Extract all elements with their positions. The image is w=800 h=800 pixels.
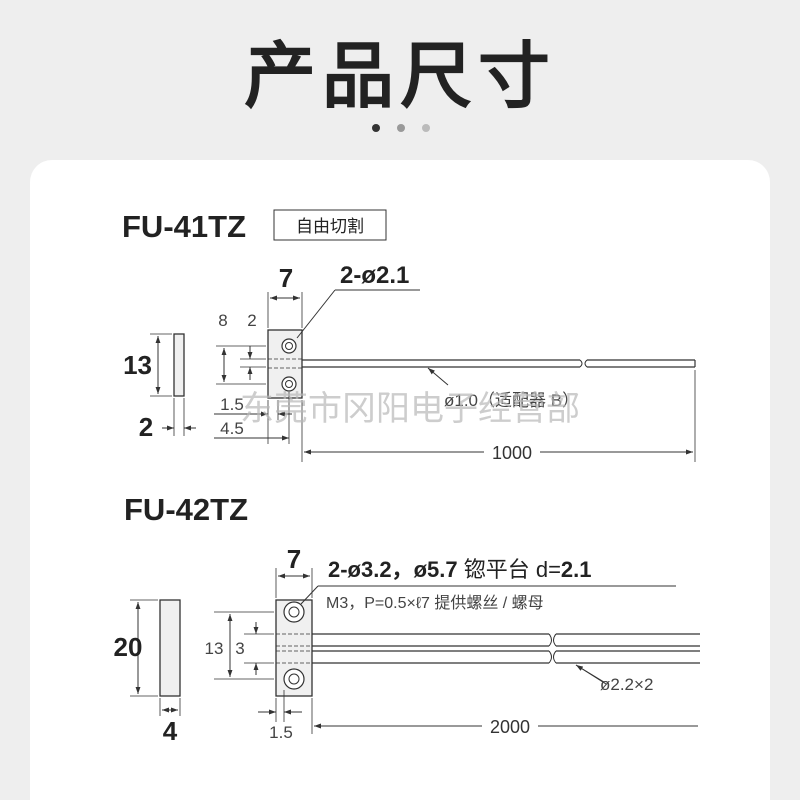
fu41-dim-2-top-label: 2 bbox=[247, 311, 256, 330]
fu42-hole-leader bbox=[300, 585, 319, 605]
fu41-dim-8-label: 8 bbox=[218, 311, 227, 330]
fu42-length-label: 2000 bbox=[490, 717, 530, 737]
fu42-break-mark bbox=[553, 633, 557, 647]
indicator-dot[interactable] bbox=[422, 124, 430, 132]
fu41-break-mark bbox=[584, 359, 588, 368]
fu41-badge-frame bbox=[273, 209, 387, 241]
fu42-break-mark bbox=[553, 650, 557, 664]
fu41-dim-2-label: 2 bbox=[139, 412, 153, 442]
fu41-dim-13-label: 13 bbox=[123, 350, 152, 380]
fu42-fiber-leader bbox=[575, 664, 605, 683]
carousel-indicator[interactable] bbox=[368, 124, 438, 136]
fu41-hole-note: 2-ø2.1 bbox=[340, 262, 409, 289]
fu41-break-mark bbox=[579, 359, 583, 368]
fu42-hole-top-inner bbox=[288, 606, 300, 618]
fu41-dim-1-5-label: 1.5 bbox=[220, 395, 244, 414]
fu42-model-label: FU-42TZ bbox=[124, 492, 248, 527]
fu42-dim-4-label: 4 bbox=[163, 716, 178, 746]
fu41-hole-bottom-inner bbox=[285, 380, 293, 388]
fu42-dim-3-label: 3 bbox=[235, 639, 244, 658]
fu42-dim-1-5-label: 1.5 bbox=[269, 723, 293, 742]
fu41-dim-7-label: 7 bbox=[279, 263, 293, 293]
fu42-hole-note-a: 2-ø3.2，ø5.7 bbox=[328, 557, 458, 582]
fu41-length-bg bbox=[484, 442, 540, 462]
fu41-model-label: FU-41TZ bbox=[122, 209, 246, 244]
fu42-fiber-note: ø2.2×2 bbox=[600, 675, 653, 694]
fu42-hole-note: 2-ø3.2，ø5.7 锪平台 d=2.1 bbox=[328, 557, 592, 582]
indicator-dot[interactable] bbox=[372, 124, 380, 132]
fu42-dim-20-label: 20 bbox=[114, 632, 143, 662]
fu42-break-mark bbox=[548, 650, 552, 664]
fu42-length-bg bbox=[482, 716, 538, 736]
fu41-fiber-leader bbox=[427, 367, 449, 386]
fu42-hole-note-b: 锪平台 d= bbox=[458, 557, 561, 582]
fu42-hole-note-c: 2.1 bbox=[561, 557, 592, 582]
fu41-fiber-note: ø1.0（适配器 B） bbox=[444, 391, 579, 410]
fu42-hole-bottom-inner bbox=[288, 673, 300, 685]
fu42-thread-note: M3，P=0.5×ℓ7 提供螺丝 / 螺母 bbox=[326, 594, 544, 612]
fu41-length-label: 1000 bbox=[492, 443, 532, 463]
page-title: 产品尺寸 bbox=[243, 34, 556, 118]
watermark: 东莞市冈阳电子经营部 bbox=[240, 390, 580, 428]
fu42-dim-7-label: 7 bbox=[287, 544, 301, 574]
fu42-dim-13-label: 13 bbox=[205, 639, 224, 658]
dimension-card bbox=[30, 160, 770, 800]
fu41-badge: 自由切割 bbox=[296, 217, 364, 236]
fu41-hole-leader bbox=[296, 289, 336, 339]
indicator-dot[interactable] bbox=[397, 124, 405, 132]
fu42-break-mark bbox=[548, 633, 552, 647]
fu41-dim-4-5-label: 4.5 bbox=[220, 419, 244, 438]
fu42-side-view bbox=[159, 599, 181, 697]
fu41-hole-top-inner bbox=[285, 342, 293, 350]
fu41-side-view bbox=[173, 333, 185, 397]
